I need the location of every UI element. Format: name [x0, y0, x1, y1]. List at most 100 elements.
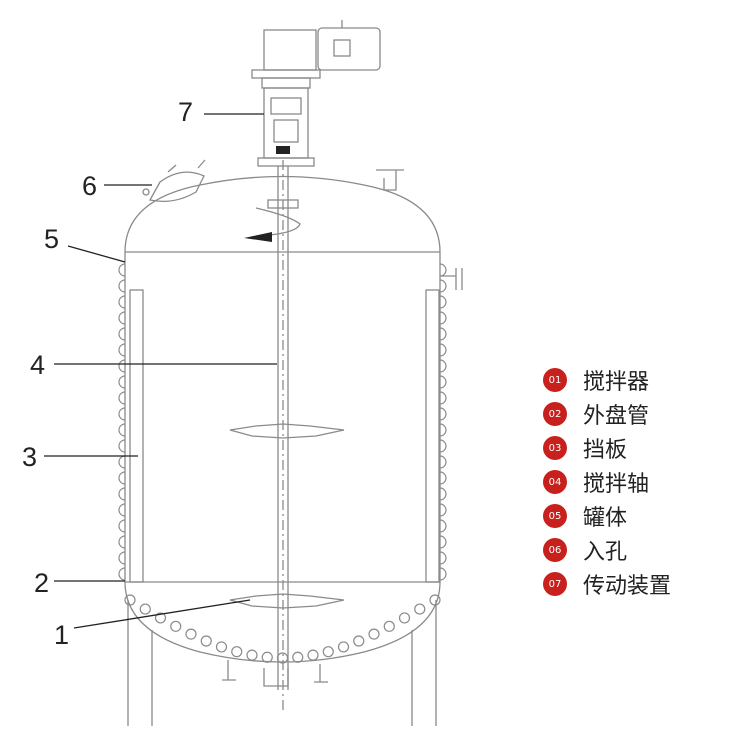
agitator-shaft — [267, 160, 299, 710]
number-badge: 04 — [543, 470, 567, 494]
legend-item: 01 搅拌器 — [543, 363, 671, 397]
coil-turn — [118, 391, 126, 405]
callout-4: 4 — [30, 350, 46, 380]
bottom-outlet — [263, 668, 289, 687]
coil-turn — [439, 407, 447, 421]
coil-turn — [185, 628, 197, 640]
coil-turn — [439, 311, 447, 325]
coil-turn — [231, 646, 243, 658]
coil-turn — [307, 649, 319, 661]
coil-turn — [246, 649, 258, 661]
coil-turn — [118, 423, 126, 437]
coil-turn — [118, 439, 126, 453]
coil-turn — [118, 263, 126, 277]
number-badge: 05 — [543, 504, 567, 528]
coil-turn — [439, 391, 447, 405]
coil-turn — [118, 311, 126, 325]
coil-turn — [439, 423, 447, 437]
legend-label: 挡板 — [583, 438, 628, 463]
upper-impeller — [229, 423, 345, 439]
coil-turn — [383, 620, 395, 632]
top-blade — [255, 207, 301, 237]
bottom-outlet — [222, 660, 236, 681]
coil-turn — [118, 279, 126, 293]
manhole — [142, 159, 206, 203]
coil-turn — [118, 295, 126, 309]
coil-turn — [439, 567, 447, 581]
coil-turn — [439, 455, 447, 469]
coil-turn — [118, 519, 126, 533]
coil-turn — [439, 263, 447, 277]
coil-turn — [118, 503, 126, 517]
number-badge: 03 — [543, 436, 567, 460]
blade-arrow — [244, 232, 272, 242]
coil-turn — [439, 551, 447, 565]
leader-lines — [44, 113, 277, 629]
coil-turn — [118, 327, 126, 341]
legend-label: 罐体 — [583, 506, 628, 531]
coil-turn — [439, 471, 447, 485]
baffle-right — [425, 289, 440, 583]
coil-turn — [118, 343, 126, 357]
coil-turn — [215, 641, 228, 653]
callout-2: 2 — [34, 568, 50, 598]
coil-turn — [439, 359, 447, 373]
coil-turn — [439, 503, 447, 517]
coil-turn — [398, 612, 411, 624]
legend-label: 搅拌轴 — [583, 472, 650, 497]
number-badge: 07 — [543, 572, 567, 596]
legend-label: 外盘管 — [583, 404, 650, 429]
coil-turn — [439, 375, 447, 389]
legend-label: 入孔 — [583, 540, 628, 565]
coil-turn — [118, 375, 126, 389]
legend-item: 07 传动装置 — [543, 567, 671, 601]
coil-turn — [368, 628, 380, 640]
coil-turn — [429, 594, 441, 606]
coil-turn — [118, 551, 126, 565]
coil-turn — [154, 612, 167, 624]
coil-turn — [439, 535, 447, 549]
legend-label: 传动装置 — [583, 574, 672, 599]
coil-turn — [118, 407, 126, 421]
coil-turn — [118, 567, 126, 581]
coil-turn — [261, 651, 273, 663]
legend-item: 05 罐体 — [543, 499, 671, 533]
coil-turn — [170, 620, 182, 632]
bottom-outlet — [314, 664, 328, 683]
jacket-coil — [118, 263, 447, 664]
drive-unit — [251, 20, 381, 167]
coil-turn — [118, 487, 126, 501]
top-nozzle — [376, 169, 404, 191]
coil-turn — [118, 359, 126, 373]
number-badge: 01 — [543, 368, 567, 392]
coil-turn — [118, 471, 126, 485]
coil-turn — [439, 279, 447, 293]
coil-turn — [118, 455, 126, 469]
callout-1: 1 — [54, 620, 70, 650]
callout-5: 5 — [44, 224, 60, 254]
coil-turn — [292, 651, 304, 663]
legend-item: 04 搅拌轴 — [543, 465, 671, 499]
coil-turn — [139, 603, 151, 615]
coil-turn — [353, 635, 365, 647]
lower-impeller — [229, 593, 345, 609]
coil-turn — [439, 519, 447, 533]
side-nozzle — [440, 268, 463, 290]
coil-turn — [439, 327, 447, 341]
coil-turn — [439, 343, 447, 357]
coil-turn — [322, 646, 334, 658]
coil-turn — [200, 635, 212, 647]
coil-turn — [118, 535, 126, 549]
legend-item: 02 外盘管 — [543, 397, 671, 431]
number-badge: 02 — [543, 402, 567, 426]
coil-turn — [439, 295, 447, 309]
coil-turn — [414, 603, 426, 615]
legend: 01 搅拌器 02 外盘管 03 挡板 04 搅拌轴 05 罐体 06 入孔 0… — [543, 363, 671, 601]
legend-label: 搅拌器 — [583, 370, 650, 395]
coil-turn — [124, 594, 136, 606]
legend-item: 03 挡板 — [543, 431, 671, 465]
baffle-left — [129, 289, 144, 583]
coil-turn — [439, 487, 447, 501]
coil-turn — [439, 439, 447, 453]
